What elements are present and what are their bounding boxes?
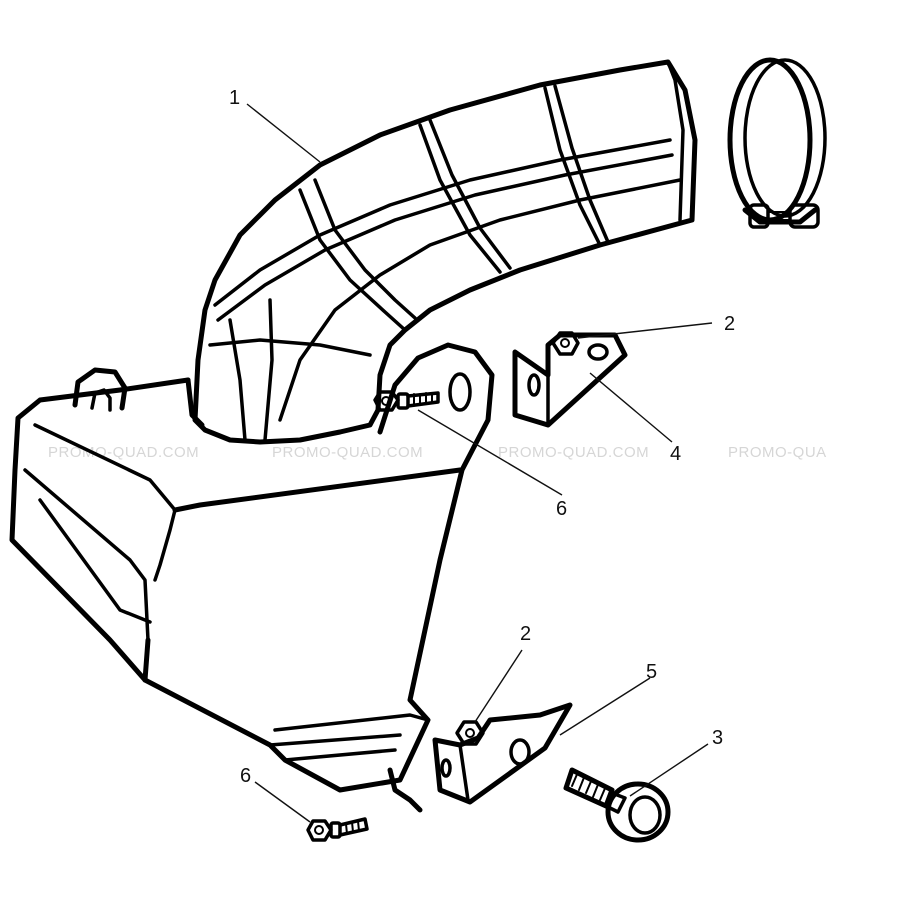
callout-labels: 1 2 4 6 2 5 3 6 <box>229 87 735 787</box>
callout-1: 1 <box>229 87 240 109</box>
flanged-bolt <box>563 767 671 843</box>
callout-4: 4 <box>670 443 681 465</box>
watermark-2: PROMO-QUAD.COM <box>272 444 423 461</box>
clip-nut-lower <box>455 720 485 746</box>
callout-6-lower: 6 <box>240 765 251 787</box>
callout-2-upper: 2 <box>724 313 735 335</box>
watermark-row: PROMO-QUAD.COM PROMO-QUAD.COM PROMO-QUAD… <box>48 444 827 461</box>
callout-2-lower: 2 <box>520 623 531 645</box>
clip-nut-upper <box>551 331 580 356</box>
airbox-housing <box>9 342 495 813</box>
intake-duct <box>192 59 698 445</box>
hose-clamp <box>727 57 827 229</box>
callout-3: 3 <box>712 727 723 749</box>
small-bolt-upper <box>373 390 440 412</box>
upper-bracket <box>512 332 628 428</box>
watermark-4: PROMO-QUA <box>728 444 827 461</box>
leader-lines <box>246 103 713 823</box>
lower-bracket <box>432 702 573 805</box>
callout-5: 5 <box>646 661 657 683</box>
watermark-1: PROMO-QUAD.COM <box>48 444 199 461</box>
watermark-3: PROMO-QUAD.COM <box>498 444 649 461</box>
small-bolt-lower <box>306 817 369 842</box>
callout-6-upper: 6 <box>556 498 567 520</box>
